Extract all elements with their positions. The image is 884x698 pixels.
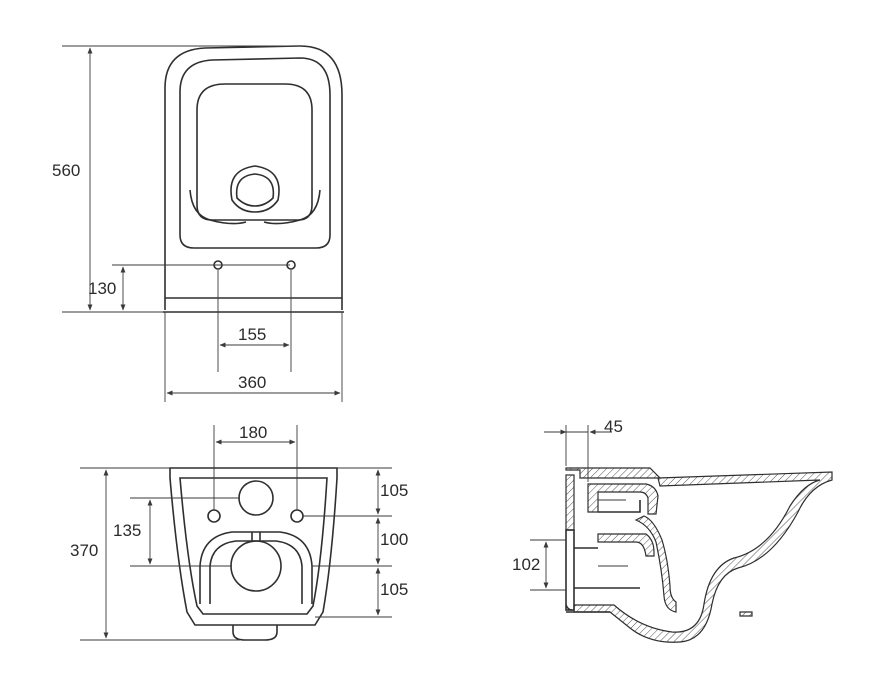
wall-plate xyxy=(565,474,575,531)
drain-inner xyxy=(235,173,275,207)
top-flange xyxy=(565,467,662,479)
bolt-hole-right xyxy=(290,509,304,523)
dim-bolt-to-drain: 135 xyxy=(113,521,141,540)
bolt-hole-left xyxy=(207,509,221,523)
inlet-channel xyxy=(587,483,659,515)
dim-hole-spacing: 155 xyxy=(238,325,266,344)
dim-height-total: 560 xyxy=(52,161,80,180)
dim-segment-top: 105 xyxy=(380,481,408,500)
dim-segment-bottom: 105 xyxy=(380,580,408,599)
outlet-shell xyxy=(209,540,303,604)
rear-body-outline xyxy=(169,467,338,626)
dim-bolt-spacing: 180 xyxy=(239,423,267,442)
drain-outer xyxy=(230,165,280,213)
top-view: 560 130 155 360 xyxy=(52,45,344,402)
side-section-view: 45 102 xyxy=(512,417,833,643)
outlet-outer xyxy=(199,531,313,604)
dim-hole-height: 130 xyxy=(88,279,116,298)
outlet-pipe xyxy=(230,540,282,592)
bowl-inner-wall xyxy=(634,515,677,613)
rear-bottom-tab xyxy=(232,625,278,641)
base-foot xyxy=(739,611,753,617)
inlet-circle xyxy=(238,480,274,516)
bowl-outline-top xyxy=(164,45,343,310)
rear-view: 180 370 135 105 100 105 xyxy=(70,423,408,641)
dim-wall-offset: 45 xyxy=(604,417,623,436)
bowl-rim-outline xyxy=(179,57,331,249)
bowl-shell-outer xyxy=(573,471,833,643)
dim-segment-mid: 100 xyxy=(380,530,408,549)
rear-body-inner xyxy=(179,477,328,615)
dim-rear-height-total: 370 xyxy=(70,541,98,560)
trap-divider xyxy=(597,533,655,557)
dim-outlet-height: 102 xyxy=(512,555,540,574)
swoosh-left xyxy=(189,189,247,225)
bowl-inner-opening xyxy=(196,83,313,221)
swoosh-right xyxy=(263,189,321,225)
dim-width-total: 360 xyxy=(238,373,266,392)
